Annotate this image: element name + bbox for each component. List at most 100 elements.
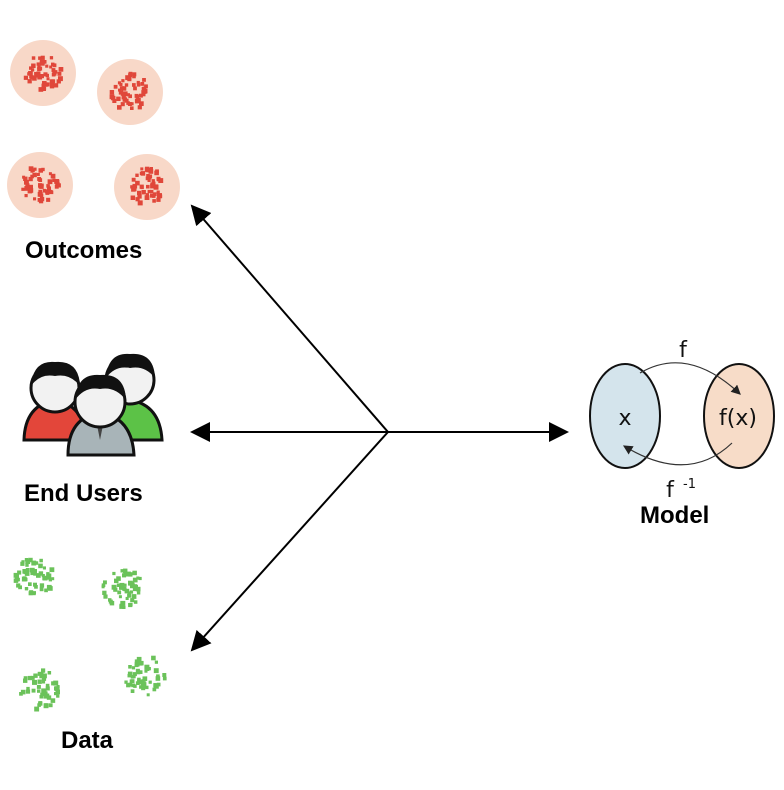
outcome-dot	[113, 84, 118, 89]
outcome-dot	[27, 79, 32, 84]
data-dot	[123, 583, 127, 587]
outcome-dot	[116, 96, 121, 101]
data-dot	[138, 661, 143, 666]
data-dot	[136, 591, 141, 595]
data-dot	[103, 594, 108, 599]
data-dot	[44, 703, 48, 707]
outcome-dot	[43, 72, 48, 77]
data-dot	[153, 668, 159, 674]
data-dot	[29, 590, 34, 595]
data-dot	[135, 586, 141, 592]
data-dot	[141, 686, 146, 691]
outcome-dot	[112, 98, 117, 103]
outcome-dot	[38, 168, 43, 173]
forward-map-label: f	[679, 338, 688, 363]
data-dot	[45, 686, 50, 691]
outcome-dot	[30, 169, 34, 173]
data-dot	[34, 561, 39, 565]
data-dot	[30, 675, 35, 680]
outcome-dot	[142, 86, 147, 91]
outcome-dot	[58, 67, 64, 72]
data-dot	[117, 590, 122, 595]
data-dot	[23, 678, 28, 683]
outcome-dot	[150, 189, 154, 194]
data-dot	[124, 680, 128, 684]
data-dot	[135, 668, 140, 673]
data-dot	[124, 588, 130, 594]
data-dot	[139, 685, 143, 689]
data-dot	[130, 689, 135, 693]
outcome-dot	[111, 95, 116, 101]
data-dot	[130, 598, 135, 603]
data-dot	[38, 563, 43, 569]
data-dot	[155, 676, 161, 681]
outcome-dot	[132, 72, 137, 77]
outcome-dot	[28, 184, 33, 190]
outcome-dot	[45, 73, 49, 78]
data-dot	[30, 567, 35, 573]
data-dot	[48, 578, 52, 582]
outcome-dot	[31, 56, 36, 60]
data-dot	[120, 569, 124, 573]
data-dot	[33, 582, 37, 587]
data-dot	[42, 566, 46, 570]
data-dot	[30, 570, 36, 576]
data-dot	[132, 672, 137, 677]
outcome-dot	[158, 194, 163, 199]
outcome-dot	[28, 176, 33, 182]
outcome-dot	[135, 180, 140, 186]
outcome-dot	[23, 176, 28, 181]
data-dot	[54, 692, 58, 696]
outcome-dot	[109, 90, 115, 95]
outcome-dot	[56, 183, 61, 188]
outcome-dot	[47, 179, 53, 185]
outcome-dot	[49, 190, 53, 194]
data-dot	[112, 571, 116, 576]
outcome-dot	[139, 101, 144, 106]
outcome-dot	[139, 171, 143, 175]
data-dot	[56, 694, 60, 698]
data-dot	[128, 580, 133, 586]
data-dot	[33, 673, 38, 678]
connector-arrows	[190, 204, 569, 652]
data-dot	[20, 561, 25, 566]
data-dot	[136, 576, 140, 580]
outcome-dot	[144, 195, 150, 200]
data-dot	[38, 701, 43, 705]
arrow-to-data	[190, 431, 389, 652]
data-dot	[16, 583, 21, 588]
data-dot	[41, 676, 47, 681]
data-dot	[34, 706, 40, 712]
outcome-dot	[37, 67, 41, 71]
inverse-exponent: -1	[683, 477, 696, 492]
data-dot	[15, 577, 20, 582]
arrow-to-outcomes	[190, 204, 389, 433]
inverse-map-arrow	[622, 442, 733, 466]
outcome-dot	[25, 183, 30, 188]
data-dot	[119, 604, 124, 609]
outcome-dot	[31, 63, 36, 68]
outcome-dot	[119, 86, 125, 91]
data-label: Data	[61, 727, 114, 754]
inverse-map-label: f	[666, 478, 675, 503]
data-dot	[41, 669, 45, 673]
data-dot	[28, 557, 33, 563]
outcome-cluster-circle	[97, 59, 163, 125]
data-dot	[144, 664, 150, 670]
outcome-dot	[42, 81, 47, 86]
data-dot	[41, 574, 45, 578]
outcome-dot	[30, 68, 35, 72]
outcome-dot	[154, 170, 159, 176]
data-dot	[128, 665, 132, 669]
data-dot	[27, 675, 33, 681]
data-dot	[42, 673, 47, 679]
data-dot	[129, 679, 134, 684]
data-dot	[144, 669, 148, 673]
outcome-dot	[139, 93, 143, 98]
outcome-dot	[135, 197, 140, 202]
data-dot	[111, 584, 117, 590]
data-dot	[39, 583, 45, 588]
data-dot	[128, 603, 133, 608]
data-dot	[141, 679, 145, 683]
